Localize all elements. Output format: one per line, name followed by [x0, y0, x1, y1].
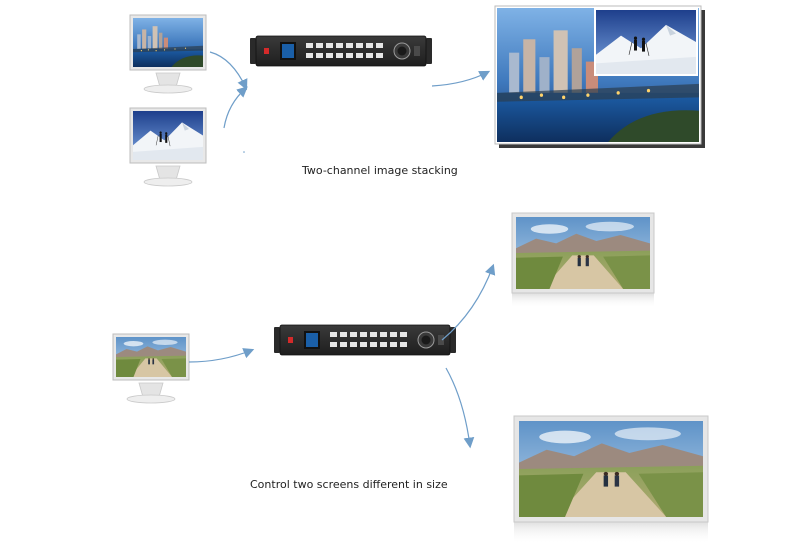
monitor-snow-icon — [129, 107, 207, 187]
video-processor-icon — [249, 35, 433, 67]
video-processor-icon — [273, 324, 457, 356]
arrow-snow-to-processor — [223, 86, 248, 129]
screen-small-icon — [511, 212, 655, 308]
caption-two-screens-different-size: Control two screens different in size — [250, 478, 448, 491]
stacked-screen-icon — [494, 5, 705, 148]
decorative-dot — [243, 151, 245, 153]
monitor-trail-icon — [112, 333, 190, 404]
arrow-processor-to-stacked-screen — [431, 70, 491, 87]
caption-two-channel-stacking: Two-channel image stacking — [302, 164, 458, 177]
arrow-processor-to-large-screen — [445, 367, 475, 449]
arrow-trail-to-processor — [188, 348, 255, 363]
monitor-city-icon — [129, 14, 207, 94]
screen-large-icon — [513, 415, 709, 544]
arrow-processor-to-small-screen — [441, 263, 496, 341]
arrow-city-to-processor — [209, 51, 248, 91]
